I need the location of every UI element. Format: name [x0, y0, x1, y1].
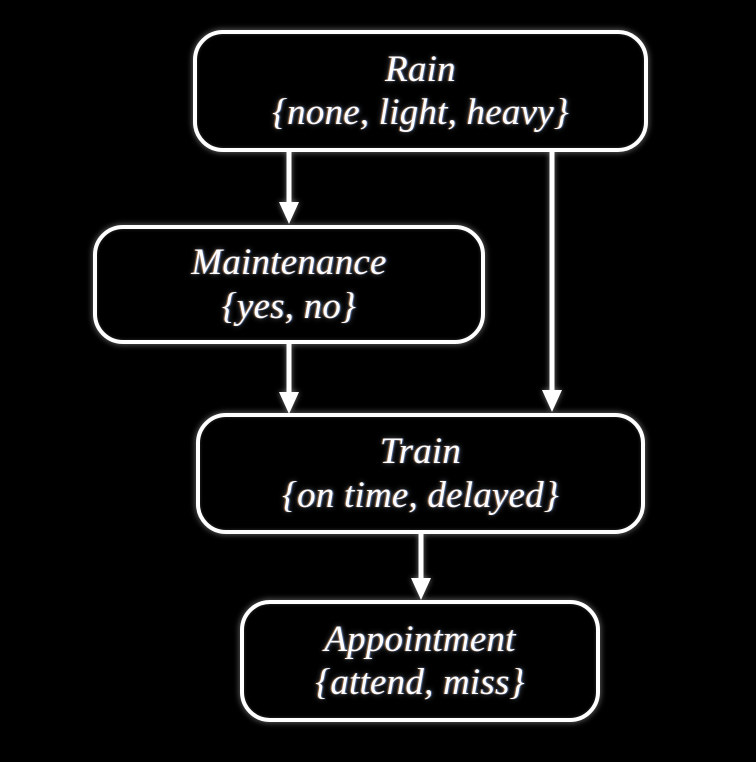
node-appointment-label: Appointment: [324, 618, 516, 660]
node-maintenance-states: {yes, no}: [221, 285, 357, 327]
edge-rain-to-maintenance: [276, 150, 302, 226]
node-appointment-states: {attend, miss}: [315, 662, 525, 703]
edge-train-to-appointment: [408, 532, 434, 602]
node-train-label: Train: [379, 431, 462, 473]
node-rain-states: {none, light, heavy}: [272, 92, 569, 133]
node-train-states: {on time, delayed}: [282, 474, 559, 516]
edge-maintenance-to-train: [276, 342, 302, 416]
node-train[interactable]: Train {on time, delayed}: [196, 413, 645, 534]
edge-rain-to-train: [539, 150, 565, 414]
node-rain-label: Rain: [385, 48, 456, 90]
arrow-train-to-appointment-icon: [411, 534, 431, 600]
arrow-rain-to-train-icon: [542, 152, 562, 412]
node-appointment[interactable]: Appointment {attend, miss}: [240, 600, 600, 722]
node-maintenance-label: Maintenance: [191, 242, 387, 284]
node-rain[interactable]: Rain {none, light, heavy}: [193, 30, 648, 152]
arrow-maintenance-to-train-icon: [279, 344, 299, 414]
arrow-rain-to-maintenance-icon: [279, 152, 299, 224]
node-maintenance[interactable]: Maintenance {yes, no}: [93, 225, 485, 344]
